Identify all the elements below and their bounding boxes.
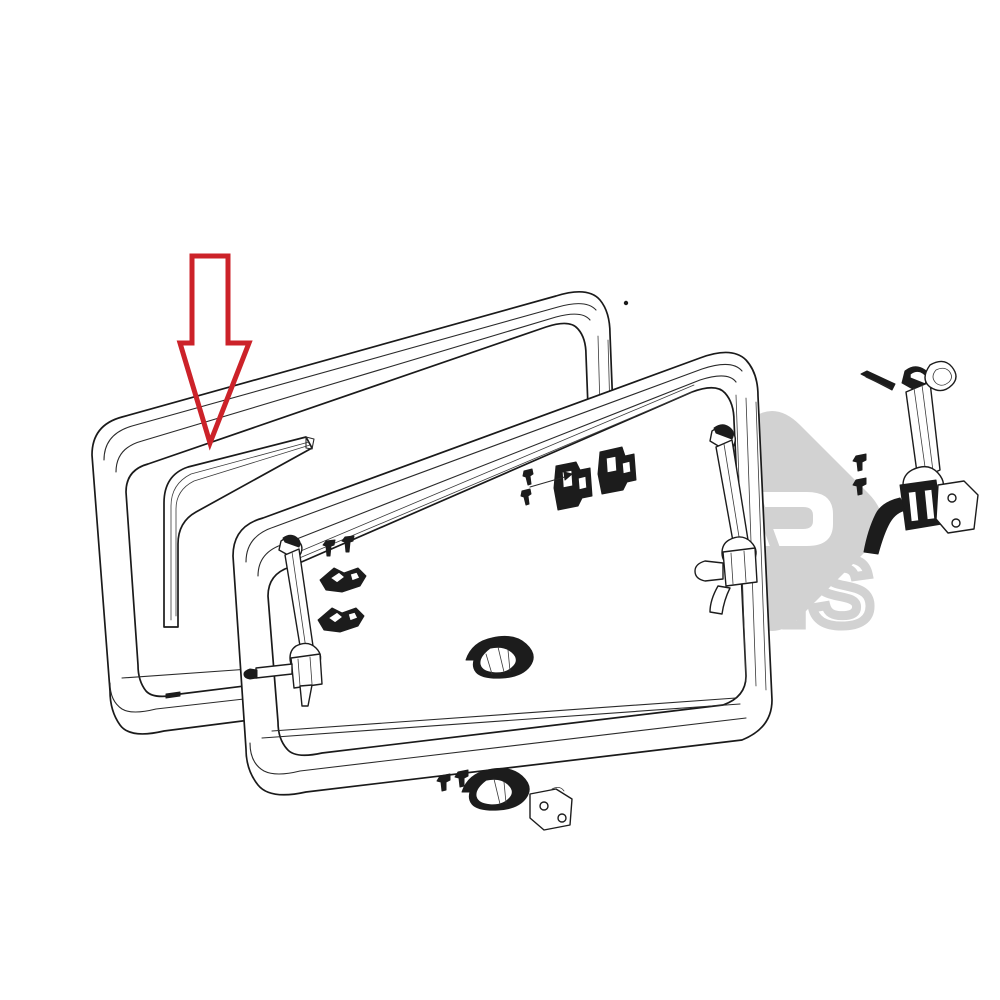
strike-plate-lower [529, 787, 573, 831]
screw [454, 769, 469, 788]
screw [436, 773, 451, 792]
stay-strut-right [694, 424, 758, 615]
catch-handle-centre [465, 636, 534, 679]
frame-corner-dot [623, 300, 629, 306]
screw [520, 488, 532, 506]
window-seal-strip [163, 436, 315, 628]
catch-handle-lower [461, 768, 530, 811]
screw [852, 477, 867, 496]
screw [341, 535, 355, 553]
window-stay-assembly-right [863, 360, 979, 555]
screw [522, 468, 534, 486]
hinge-bracket-upper [553, 461, 593, 511]
hinge-bracket-upper-right [597, 446, 637, 495]
screw [322, 539, 336, 557]
screw-set [322, 370, 896, 792]
hinge-bracket-lower-b [317, 607, 365, 633]
stay-strut-left [243, 534, 323, 707]
screw [852, 453, 867, 472]
red-callout-arrow [176, 253, 253, 451]
hinge-bracket-lower-a [319, 567, 367, 593]
